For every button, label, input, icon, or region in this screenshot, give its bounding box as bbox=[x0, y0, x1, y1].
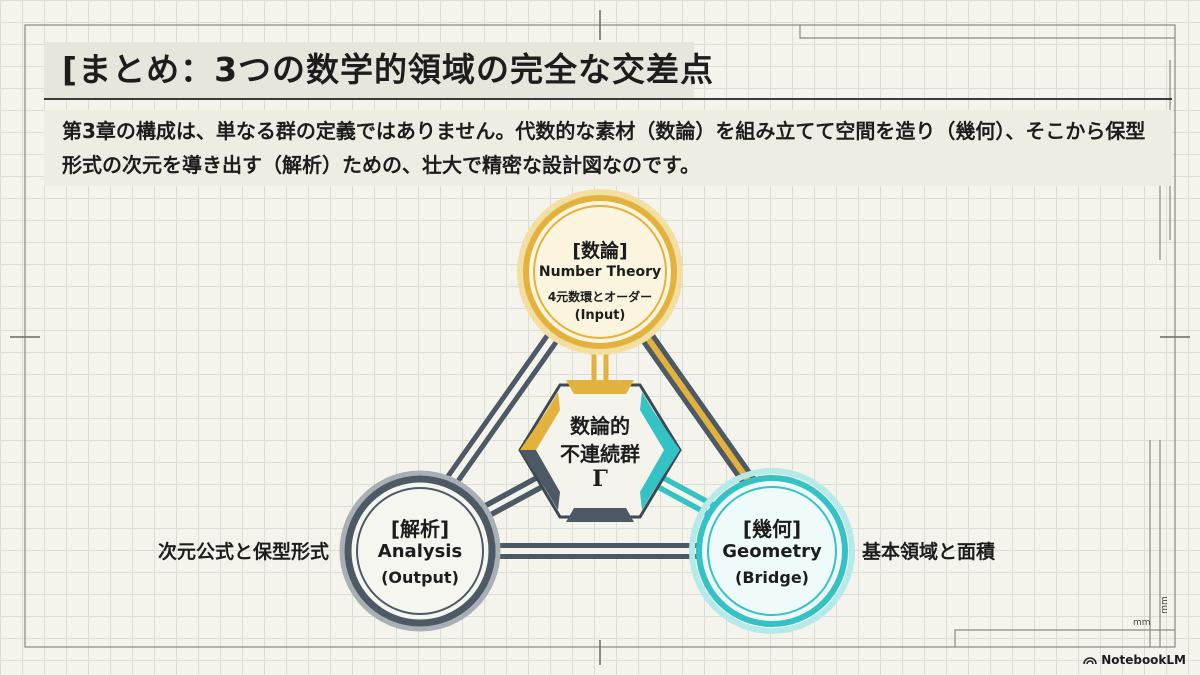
analysis-node bbox=[339, 470, 501, 632]
center-symbol: Γ bbox=[592, 466, 608, 492]
title-background bbox=[44, 42, 694, 98]
right-side-label: 基本領域と面積 bbox=[862, 541, 996, 563]
mm-label-vertical: mm bbox=[1159, 596, 1170, 614]
subtitle-background bbox=[44, 110, 1172, 186]
page-title: [まとめ：3つの数学的領域の完全な交差点 bbox=[62, 50, 715, 89]
geometry-node bbox=[689, 468, 855, 634]
number-theory-node bbox=[517, 189, 683, 355]
number-theory-detail: 4元数環とオーダー bbox=[547, 290, 653, 304]
notebooklm-brand: NotebookLM bbox=[1083, 653, 1186, 667]
title-underline bbox=[44, 98, 1172, 100]
number-theory-en: Number Theory bbox=[538, 264, 662, 280]
geometry-en: Geometry bbox=[722, 541, 822, 562]
brand-name: NotebookLM bbox=[1101, 653, 1186, 667]
notebooklm-logo-icon bbox=[1083, 657, 1097, 665]
number-theory-title: [数論] bbox=[572, 240, 628, 262]
center-hexagon bbox=[518, 380, 682, 522]
center-line1: 数論的 bbox=[570, 414, 630, 438]
center-line2: 不連続群 bbox=[560, 442, 640, 466]
summary-text: 第3章の構成は、単なる群の定義ではありません。代数的な素材（数論）を組み立てて空… bbox=[62, 119, 1146, 177]
geometry-title: [幾何] bbox=[742, 517, 802, 541]
analysis-en: Analysis bbox=[377, 541, 463, 562]
analysis-role: (Output) bbox=[381, 568, 459, 587]
edge-number-theory-geometry bbox=[628, 315, 762, 495]
number-theory-role: (Input) bbox=[574, 308, 626, 323]
mm-label: mm bbox=[1133, 618, 1151, 628]
edge-number-theory-analysis bbox=[438, 315, 572, 495]
left-side-label: 次元公式と保型形式 bbox=[158, 541, 330, 563]
analysis-title: [解析] bbox=[390, 517, 450, 541]
geometry-role: (Bridge) bbox=[735, 568, 809, 587]
